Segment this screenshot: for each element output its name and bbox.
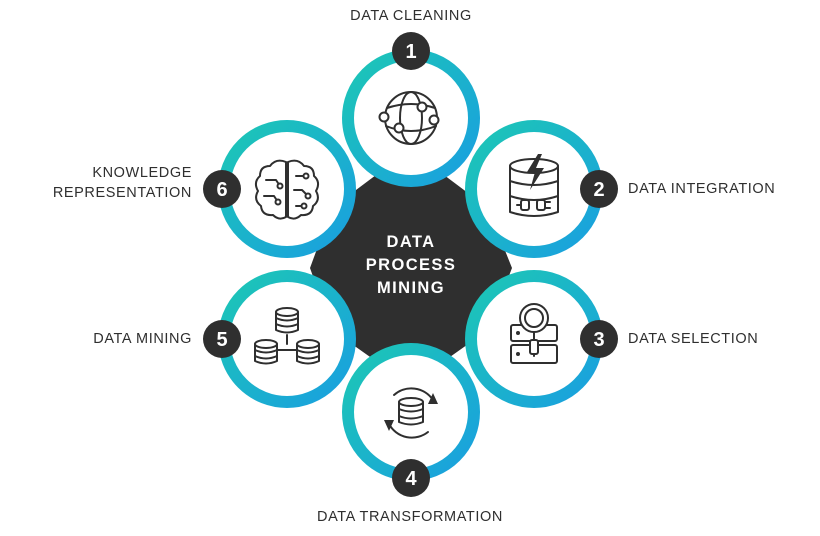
step-5-label: DATA MINING xyxy=(93,331,192,347)
step-1-label: DATA CLEANING xyxy=(350,8,472,24)
step-6: 6 KNOWLEDGE REPRESENTATION xyxy=(53,120,356,258)
step-6-number: 6 xyxy=(216,179,227,201)
step-2-number-badge xyxy=(580,170,618,208)
brain-circuit-icon xyxy=(254,159,320,220)
step-6-label-line-1: KNOWLEDGE xyxy=(92,165,192,181)
step-1-ring xyxy=(342,49,480,187)
step-4-number: 4 xyxy=(405,468,417,490)
step-1-number-badge xyxy=(392,32,430,70)
globe-network-icon xyxy=(378,91,440,145)
database-hierarchy-icon xyxy=(254,307,320,365)
step-1: 1 DATA CLEANING xyxy=(342,8,480,187)
step-3-label: DATA SELECTION xyxy=(628,331,758,347)
step-5-number: 5 xyxy=(216,329,227,351)
step-5-number-badge xyxy=(203,320,241,358)
center-title-line-1: DATA xyxy=(387,233,436,251)
database-cycle-icon xyxy=(384,387,438,439)
step-2-label: DATA INTEGRATION xyxy=(628,181,775,197)
center-title-line-3: MINING xyxy=(377,279,445,297)
step-4-number-badge xyxy=(392,459,430,497)
step-3: 3 DATA SELECTION xyxy=(465,270,758,408)
step-2-number: 2 xyxy=(593,179,604,201)
step-5: 5 DATA MINING xyxy=(93,270,356,408)
step-2-ring xyxy=(465,120,603,258)
step-3-number: 3 xyxy=(593,329,604,351)
database-plug-icon xyxy=(509,154,559,217)
center-title-line-2: PROCESS xyxy=(366,256,457,274)
step-1-number: 1 xyxy=(405,41,416,63)
step-2: 2 DATA INTEGRATION xyxy=(465,120,775,258)
server-magnifier-icon xyxy=(510,303,558,364)
step-4: 4 DATA TRANSFORMATION xyxy=(317,343,503,525)
step-6-number-badge xyxy=(203,170,241,208)
step-6-label-line-2: REPRESENTATION xyxy=(53,185,192,201)
step-3-number-badge xyxy=(580,320,618,358)
step-4-label: DATA TRANSFORMATION xyxy=(317,509,503,525)
center-hub xyxy=(310,172,512,364)
